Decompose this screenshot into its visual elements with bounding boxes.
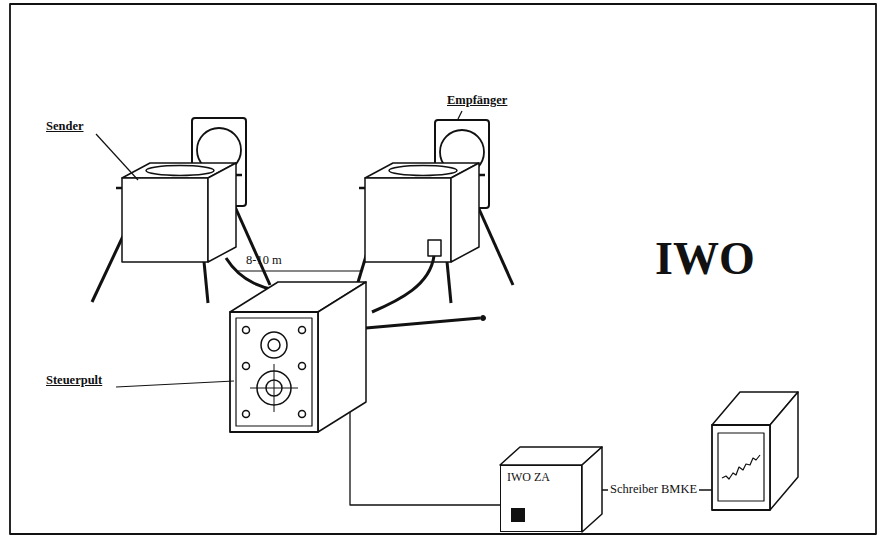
drawing-part [372, 256, 434, 312]
evaluation-unit [500, 447, 602, 532]
diagram-title: IWO [655, 236, 755, 282]
drawing-part [365, 178, 451, 262]
outer-frame [10, 4, 876, 534]
drawing-part [299, 327, 306, 334]
drawing-part [274, 364, 275, 412]
receiver-unit [352, 120, 513, 303]
drawing-part [479, 174, 485, 177]
drawing-part [96, 134, 138, 180]
drawing-part [146, 166, 214, 176]
drawing-part [299, 363, 306, 370]
drawing-part [428, 240, 441, 256]
drawing-part [511, 508, 525, 522]
drawing-part [243, 327, 250, 334]
part-label: Empfänger [447, 94, 507, 108]
drawing-part [243, 411, 250, 418]
drawing-part [261, 332, 287, 358]
drawing-part [208, 163, 236, 262]
device-name: IWO ZA [501, 466, 581, 484]
drawing-part [389, 166, 457, 176]
part-label: Schreiber BMKE [608, 483, 699, 497]
drawing-part [236, 174, 242, 177]
drawing-part [122, 178, 208, 262]
drawing-part [236, 318, 312, 426]
drawing-part [359, 187, 365, 190]
part-label: Sender [46, 120, 84, 134]
recorder-unit [712, 392, 798, 510]
drawing-part [481, 316, 486, 321]
leader-lines [96, 111, 462, 387]
drawing-part [299, 411, 306, 418]
drawing-part [366, 318, 480, 328]
drawing-part [718, 433, 764, 501]
dimension-label: 8-10 m [246, 254, 282, 268]
drawing-part [451, 163, 479, 262]
drawing-part [458, 111, 462, 119]
drawing-part [116, 187, 122, 190]
drawing-part [243, 363, 250, 370]
device-box: IWO ZA [500, 465, 582, 532]
control-console [230, 282, 366, 432]
drawing-part [770, 392, 798, 510]
drawing-part [230, 312, 318, 432]
dimension-line [238, 270, 362, 271]
drawing-part [475, 200, 513, 285]
drawing-part [268, 339, 280, 351]
drawing-part [722, 455, 760, 479]
signal-wire [350, 412, 500, 505]
drawing-part [712, 425, 770, 510]
drawing-part [582, 447, 602, 532]
drawing-part [116, 381, 234, 387]
part-label: Steuerpult [46, 374, 102, 388]
drawing-part [318, 282, 366, 432]
